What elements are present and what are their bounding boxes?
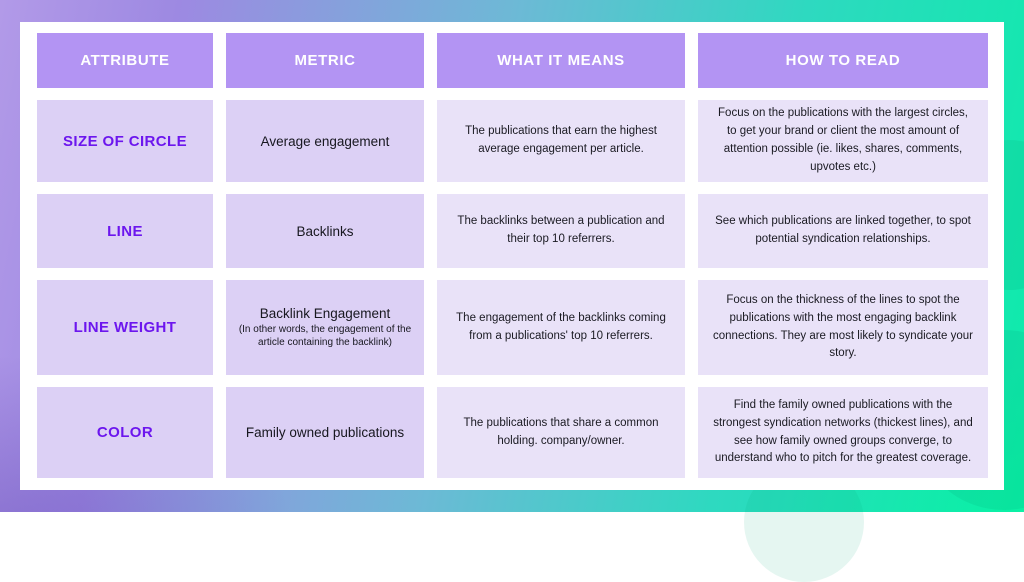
metric-cell: Backlinks <box>226 194 424 268</box>
meaning-cell: The publications that earn the highest a… <box>437 100 685 182</box>
column-header-metric: METRIC <box>226 33 424 88</box>
metric-cell: Average engagement <box>226 100 424 182</box>
column-header-how-to-read: HOW TO READ <box>698 33 988 88</box>
how-to-read-cell: Focus on the publications with the large… <box>698 100 988 182</box>
attribute-cell-color: COLOR <box>37 387 213 478</box>
attribute-cell-line: LINE <box>37 194 213 268</box>
attribute-cell-size-of-circle: SIZE OF CIRCLE <box>37 100 213 182</box>
meaning-cell: The engagement of the backlinks coming f… <box>437 280 685 375</box>
meaning-cell: The backlinks between a publication and … <box>437 194 685 268</box>
legend-table: ATTRIBUTE METRIC WHAT IT MEANS HOW TO RE… <box>20 22 1004 490</box>
metric-cell: Family owned publications <box>226 387 424 478</box>
attribute-cell-line-weight: LINE WEIGHT <box>37 280 213 375</box>
how-to-read-cell: Focus on the thickness of the lines to s… <box>698 280 988 375</box>
legend-table-card: ATTRIBUTE METRIC WHAT IT MEANS HOW TO RE… <box>20 22 1004 490</box>
how-to-read-cell: Find the family owned publications with … <box>698 387 988 478</box>
column-header-attribute: ATTRIBUTE <box>37 33 213 88</box>
metric-label: Backlink Engagement <box>259 305 391 321</box>
how-to-read-cell: See which publications are linked togeth… <box>698 194 988 268</box>
meaning-cell: The publications that share a common hol… <box>437 387 685 478</box>
column-header-what-it-means: WHAT IT MEANS <box>437 33 685 88</box>
metric-note: (In other words, the engagement of the a… <box>238 323 412 349</box>
metric-cell: Backlink Engagement (In other words, the… <box>226 280 424 375</box>
